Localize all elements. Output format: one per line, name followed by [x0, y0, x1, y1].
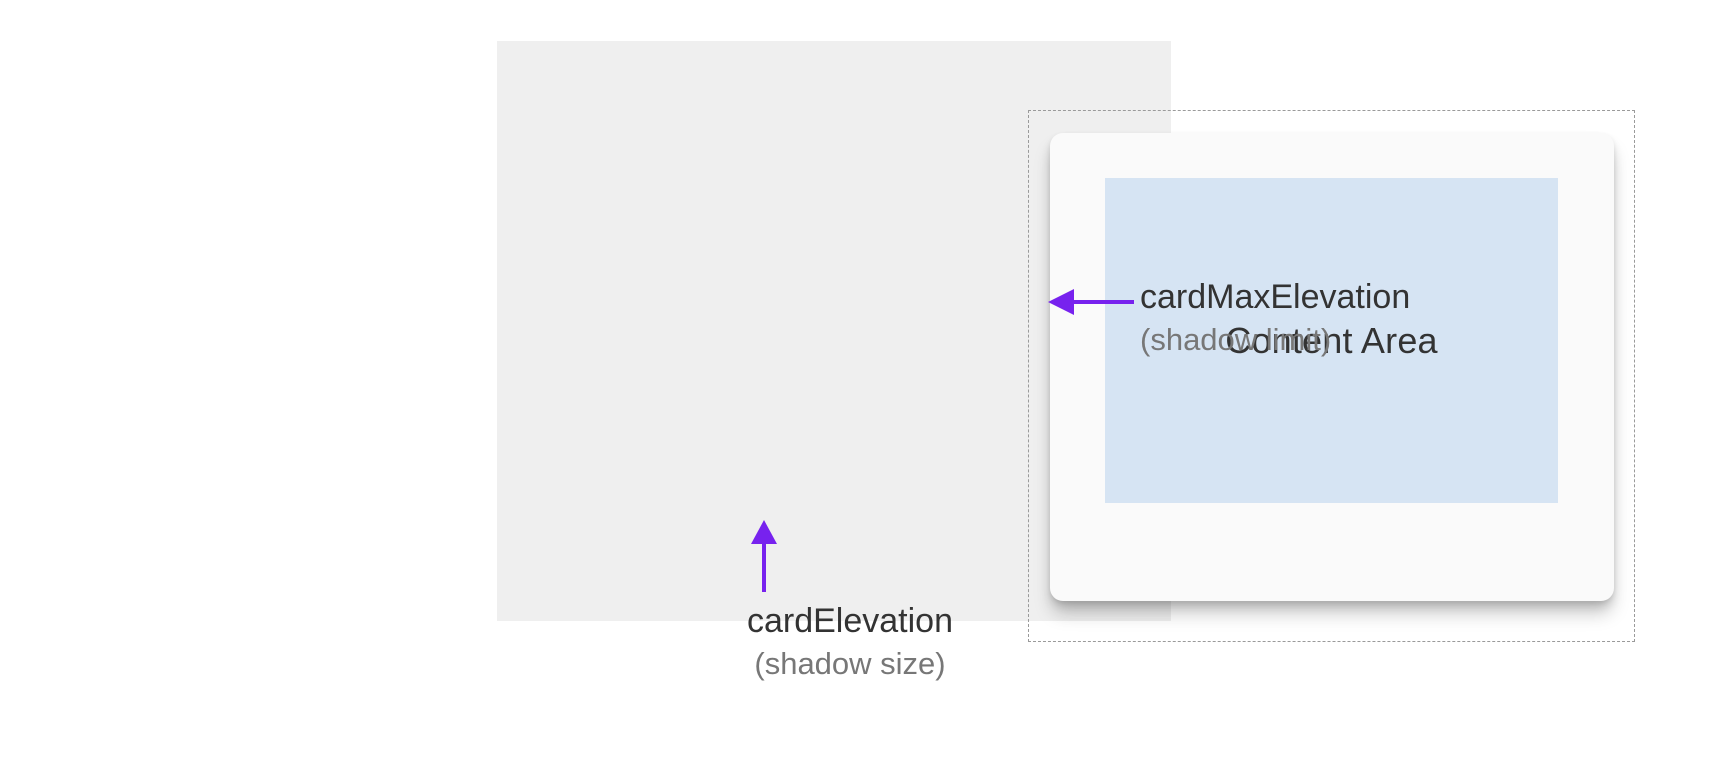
annotation-elevation-secondary-label: (shadow size) [754, 645, 946, 681]
annotation-elevation-primary-label: cardElevation [746, 602, 953, 640]
arrow-up-icon [751, 520, 777, 592]
content-area-label: Content Area [1225, 319, 1438, 361]
elevation-panel: Content Area [497, 41, 1635, 642]
arrow-left-icon [1048, 289, 1134, 315]
annotation-max-elevation-primary-label: cardMaxElevation [1140, 278, 1411, 316]
annotation-card-elevation: cardElevation (shadow size) [640, 518, 1060, 698]
max-elevation-boundary [1028, 110, 1635, 642]
annotation-max-elevation-secondary-label: (shadow limit) [1140, 321, 1332, 357]
content-area: Content Area [1105, 178, 1558, 503]
card: Content Area [1050, 133, 1614, 601]
annotation-elevation-labels: cardElevation (shadow size) [640, 600, 1060, 683]
annotation-max-elevation-labels: cardMaxElevation (shadow limit) [1140, 276, 1560, 359]
annotation-card-max-elevation: cardMaxElevation (shadow limit) [1040, 276, 1560, 386]
